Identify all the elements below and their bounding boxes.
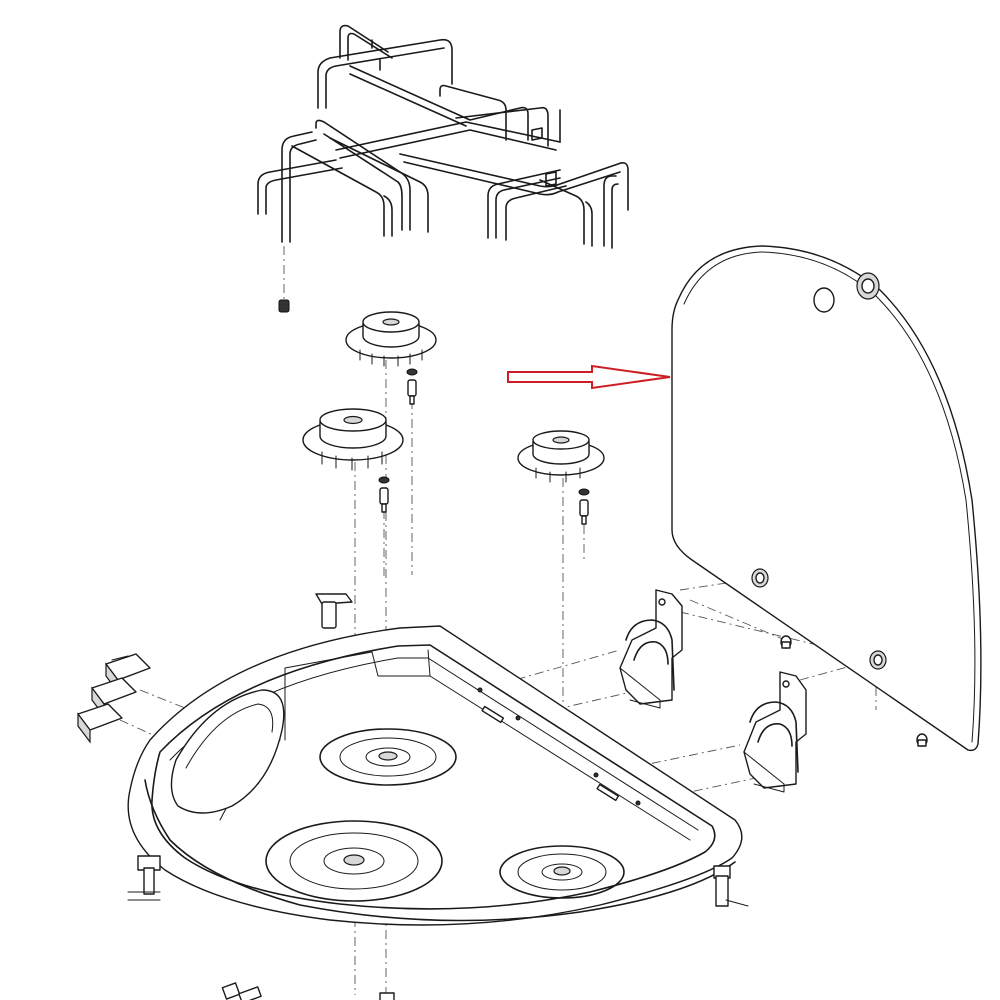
lid-buffer-top [856,272,880,300]
grate-foot-screw [278,246,290,313]
control-knobs [77,653,151,744]
burner-right-front [517,430,605,483]
lid-hinge-lower [743,671,807,793]
retaining-clip [315,593,353,629]
hob-tray [127,625,743,926]
bottom-fixings [221,982,395,1000]
grate-front-section [257,119,629,249]
burner-rear [345,311,437,367]
glass-lid [671,245,982,752]
injector-right-front [578,488,590,525]
lid-hinge-upper [619,589,683,709]
lid-fixing-3 [916,733,928,747]
lid-buffer-side [869,650,887,670]
injector-rear [406,368,418,405]
pan-support-grate [257,24,629,249]
tray-bracket-left [127,855,161,901]
lid-fixing-2 [780,635,792,649]
red-indicator-arrow [507,364,671,390]
grate-back-section [317,24,561,147]
lid-fixing-1 [751,568,769,588]
tray-burner-well-left [265,820,443,902]
tray-bracket-right [713,865,749,907]
tray-burner-well-rear [319,728,457,786]
injector-left-front [378,476,390,513]
burner-left-front [302,408,404,471]
knob-3 [77,703,123,744]
tray-burner-well-right [499,845,625,899]
